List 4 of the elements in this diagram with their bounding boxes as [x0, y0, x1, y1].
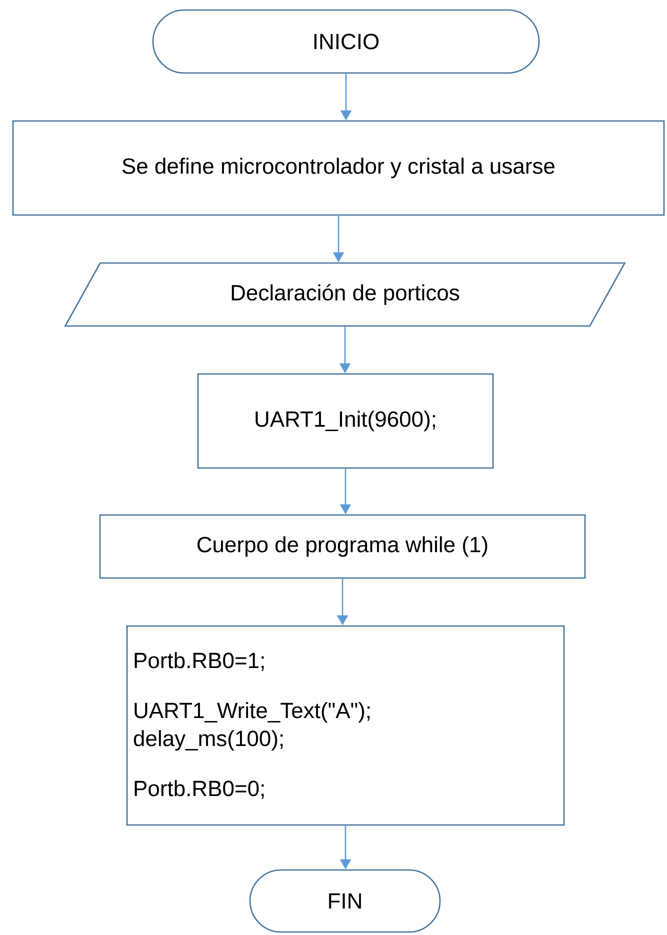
- process-box: UART1_Init(9600);: [197, 373, 494, 469]
- process-box: Portb.RB0=1; UART1_Write_Text("A"); delay_ms(100); Portb.RB0=0;: [126, 625, 565, 826]
- process-box: Se define microcontrolador y cristal a usarse: [12, 120, 665, 216]
- process-box: Cuerpo de programa while (1): [99, 514, 586, 579]
